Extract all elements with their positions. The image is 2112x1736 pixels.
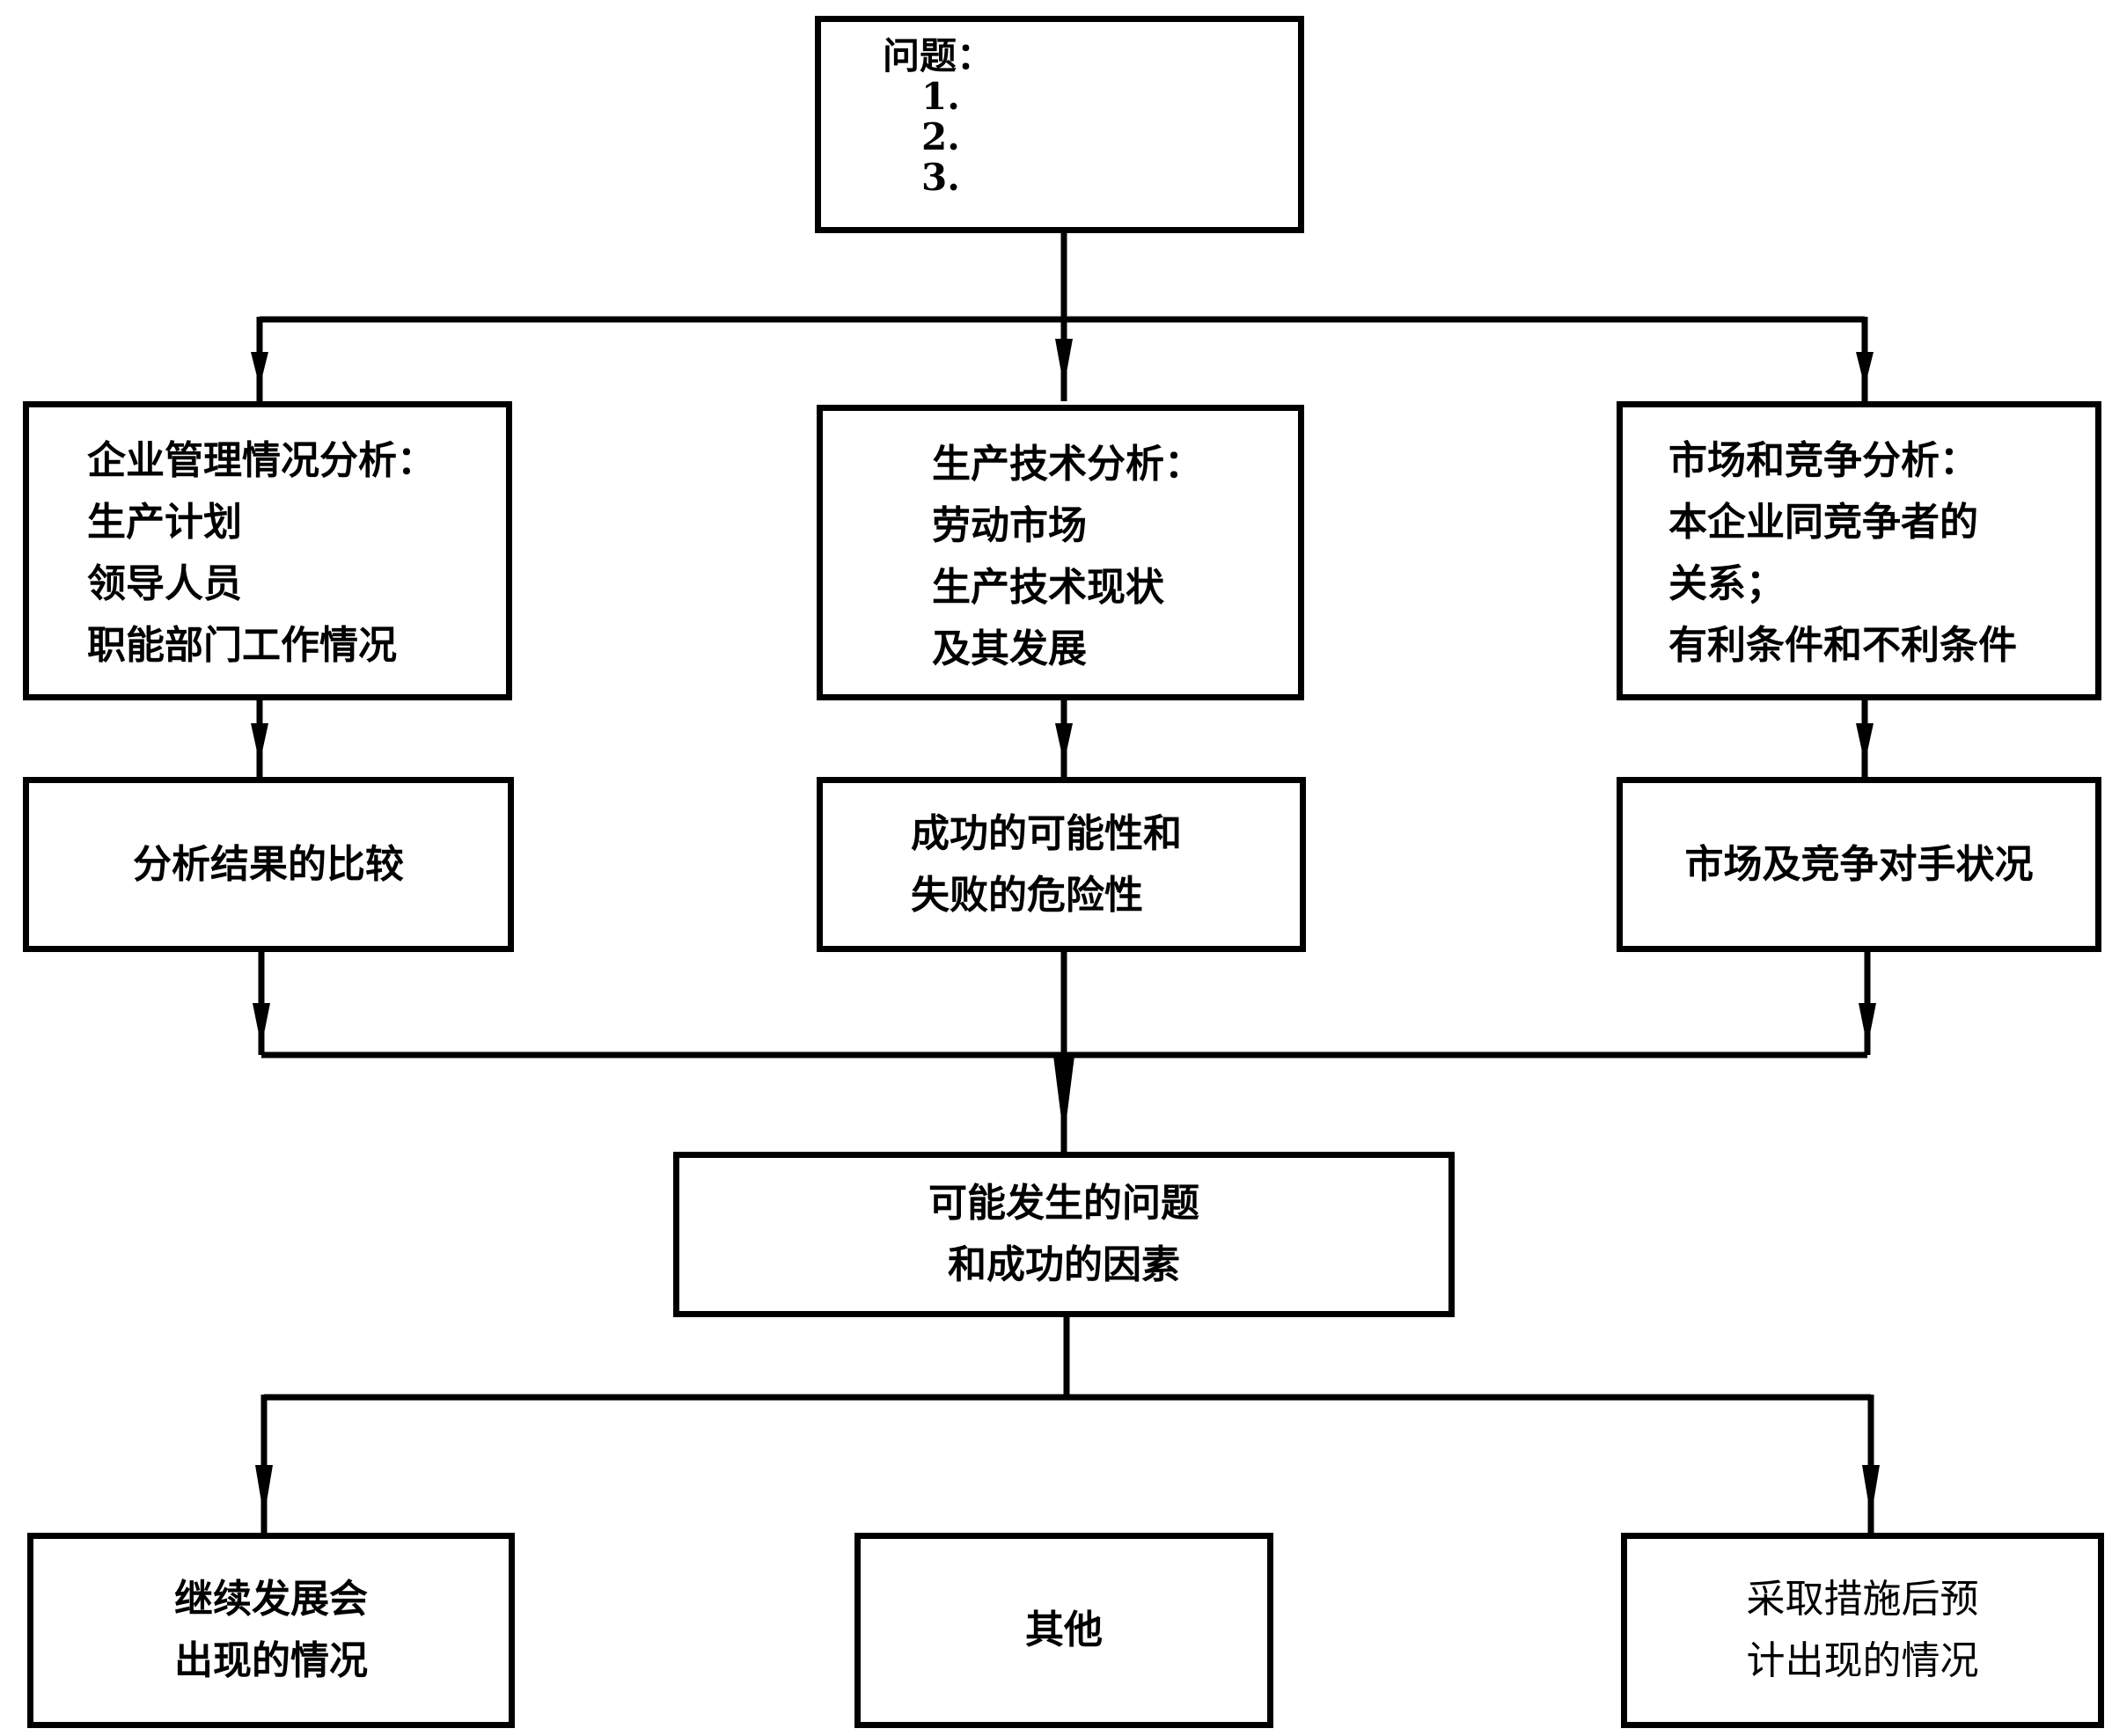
after-measures-box: 采取措施后预 计出现的情况: [1621, 1533, 2104, 1728]
success-risk-line: 成功的可能性和: [911, 810, 1182, 856]
technology-analysis-line: 及其发展: [932, 626, 1087, 671]
arrowhead-icon: [1856, 352, 1874, 387]
arrowhead-icon: [251, 723, 268, 764]
management-analysis-line: 领导人员: [87, 561, 242, 606]
technology-analysis-line: 劳动市场: [932, 503, 1087, 548]
market-competitor-box: 市场及竞争对手状况: [1617, 777, 2101, 952]
problem-item-2: 2.: [921, 115, 960, 158]
synthesis-line: 和成功的因素: [948, 1242, 1180, 1287]
management-analysis-line: 生产计划: [87, 500, 242, 545]
arrowhead-icon: [1862, 1465, 1880, 1518]
synthesis-line: 可能发生的问题: [928, 1181, 1199, 1226]
continue-development-box: 继续发展会 出现的情况: [27, 1533, 515, 1728]
arrowhead-icon: [1053, 1056, 1074, 1139]
continue-development-line: 出现的情况: [174, 1638, 368, 1683]
arrowhead-icon: [1055, 723, 1073, 764]
management-analysis-line: 职能部门工作情况: [87, 623, 397, 668]
success-risk-box: 成功的可能性和 失败的危险性: [817, 777, 1306, 952]
arrowhead-icon: [1055, 339, 1073, 387]
problem-item-3: 3.: [921, 156, 960, 199]
other-box: 其他: [854, 1533, 1273, 1728]
management-analysis-box: 企业管理情况分析： 生产计划 领导人员 职能部门工作情况: [23, 401, 512, 700]
arrowhead-icon: [1856, 723, 1874, 764]
continue-development-line: 继续发展会: [174, 1577, 368, 1622]
analysis-comparison-box: 分析结果的比较: [23, 777, 514, 952]
problem-item-1: 1.: [921, 75, 960, 118]
arrowhead-icon: [1859, 1003, 1876, 1047]
arrowhead-icon: [253, 1003, 270, 1047]
technology-analysis-box: 生产技术分析： 劳动市场 生产技术现状 及其发展: [817, 405, 1304, 700]
problem-title: 问题：: [883, 34, 994, 77]
synthesis-box: 可能发生的问题 和成功的因素: [673, 1152, 1455, 1317]
market-analysis-line: 有利条件和不利条件: [1668, 623, 2017, 668]
market-analysis-line: 本企业同竞争者的: [1668, 500, 1978, 545]
arrowhead-icon: [255, 1465, 273, 1518]
analysis-comparison-text: 分析结果的比较: [133, 841, 404, 887]
problem-box: 问题： 1. 2. 3.: [815, 16, 1304, 233]
after-measures-line: 采取措施后预: [1746, 1577, 1979, 1622]
technology-analysis-title: 生产技术分析：: [932, 442, 1203, 487]
market-analysis-line: 关系；: [1668, 561, 1785, 606]
after-measures-line: 计出现的情况: [1746, 1638, 1979, 1683]
management-analysis-title: 企业管理情况分析：: [87, 438, 436, 483]
technology-analysis-line: 生产技术现状: [932, 565, 1164, 610]
market-analysis-box: 市场和竞争分析： 本企业同竞争者的 关系； 有利条件和不利条件: [1617, 401, 2101, 700]
other-text: 其他: [1025, 1608, 1103, 1652]
arrowhead-icon: [251, 352, 268, 387]
market-competitor-text: 市场及竞争对手状况: [1684, 841, 2034, 887]
success-risk-line: 失败的危险性: [911, 872, 1143, 918]
market-analysis-title: 市场和竞争分析：: [1668, 438, 1978, 483]
